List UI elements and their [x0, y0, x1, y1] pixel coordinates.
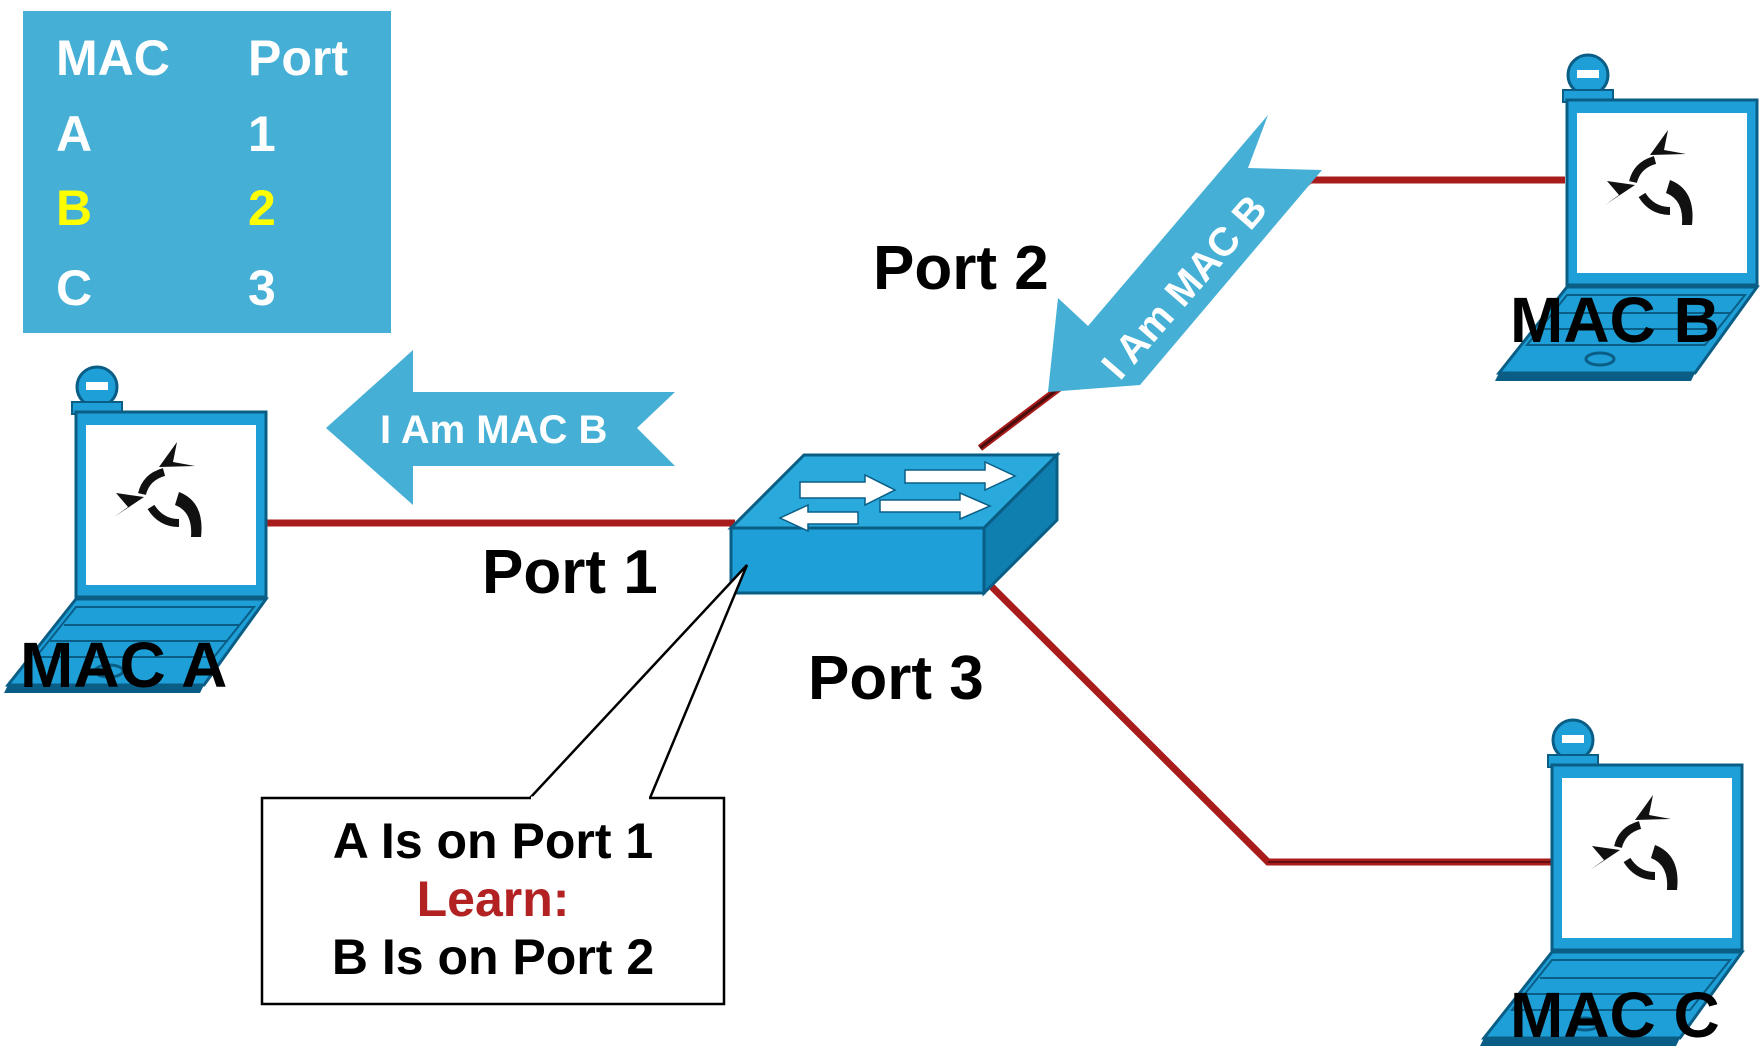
port-3-label: Port 3 — [808, 644, 984, 713]
port-1-label: Port 1 — [482, 538, 658, 607]
incoming-frame-arrow — [1048, 115, 1322, 392]
table-row-mac: A — [56, 106, 93, 162]
callout-learn-label: Learn: — [416, 871, 570, 927]
callout-box — [260, 796, 726, 1006]
table-row-mac-highlight: B — [56, 180, 93, 236]
outgoing-frame-arrow — [326, 350, 675, 505]
link-port-3 — [987, 582, 1565, 866]
table-row-port: 1 — [248, 106, 276, 162]
table-header-mac: MAC — [56, 30, 170, 86]
table-row-port-highlight: 2 — [248, 180, 276, 236]
callout-text: A Is on Port 1 Learn: B Is on Port 2 — [262, 812, 724, 986]
switch-icon — [727, 451, 1061, 597]
table-header-port: Port — [248, 30, 348, 86]
callout-line-3: B Is on Port 2 — [331, 929, 655, 985]
port-2-label: Port 2 — [873, 234, 1049, 303]
table-row-mac: C — [56, 260, 93, 316]
host-a-label: MAC A — [20, 629, 228, 701]
host-c-label: MAC C — [1510, 979, 1720, 1051]
mac-address-table: MAC Port A 1 B 2 C 3 — [23, 11, 391, 333]
host-b-label: MAC B — [1510, 284, 1720, 356]
outgoing-frame-label: I Am MAC B — [380, 408, 608, 452]
table-row-port: 3 — [248, 260, 276, 316]
callout-line-1: A Is on Port 1 — [332, 813, 654, 869]
